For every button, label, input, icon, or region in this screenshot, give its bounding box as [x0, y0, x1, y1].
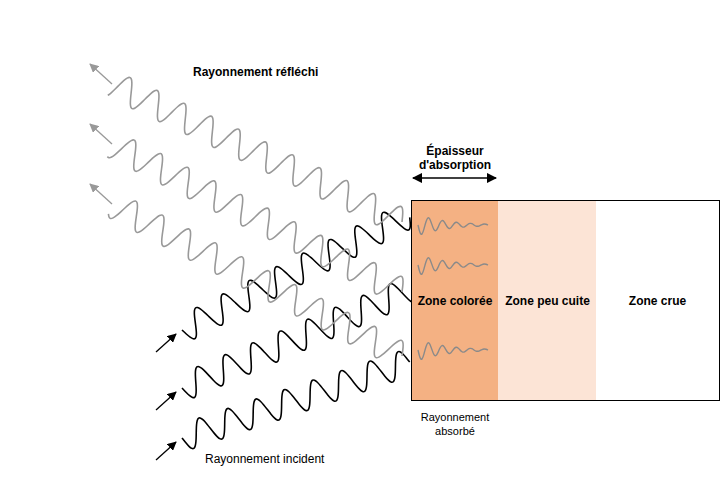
- caption-label: Rayonnement absorbé: [400, 410, 510, 438]
- zone-label: Zone crue: [629, 294, 686, 308]
- reflected-wave: [108, 77, 403, 224]
- incident-wave: [182, 351, 410, 448]
- zone-label: Zone peu cuite: [505, 294, 590, 308]
- incident-wave: [182, 212, 410, 339]
- zone-label: Zone colorée: [418, 294, 493, 308]
- reflected-wave: [108, 201, 403, 358]
- incident-wave: [182, 284, 415, 398]
- incident-arrow: [156, 442, 176, 460]
- reflected-wave: [107, 140, 403, 294]
- reflected-arrow: [90, 64, 112, 84]
- reflected-arrow: [90, 184, 112, 204]
- zone-box: Zone crue: [596, 200, 720, 401]
- incident-arrow: [156, 392, 176, 410]
- reflected-arrow: [90, 124, 112, 144]
- caption-label: Rayonnement réfléchi: [193, 65, 353, 79]
- incident-arrow: [156, 334, 176, 352]
- caption-label: Rayonnement incident: [205, 452, 375, 466]
- caption-label: Épaisseur d'absorption: [400, 144, 510, 172]
- zone-box: Zone colorée: [411, 200, 499, 401]
- thickness-arrow: [413, 177, 496, 179]
- zone-box: Zone peu cuite: [498, 200, 597, 401]
